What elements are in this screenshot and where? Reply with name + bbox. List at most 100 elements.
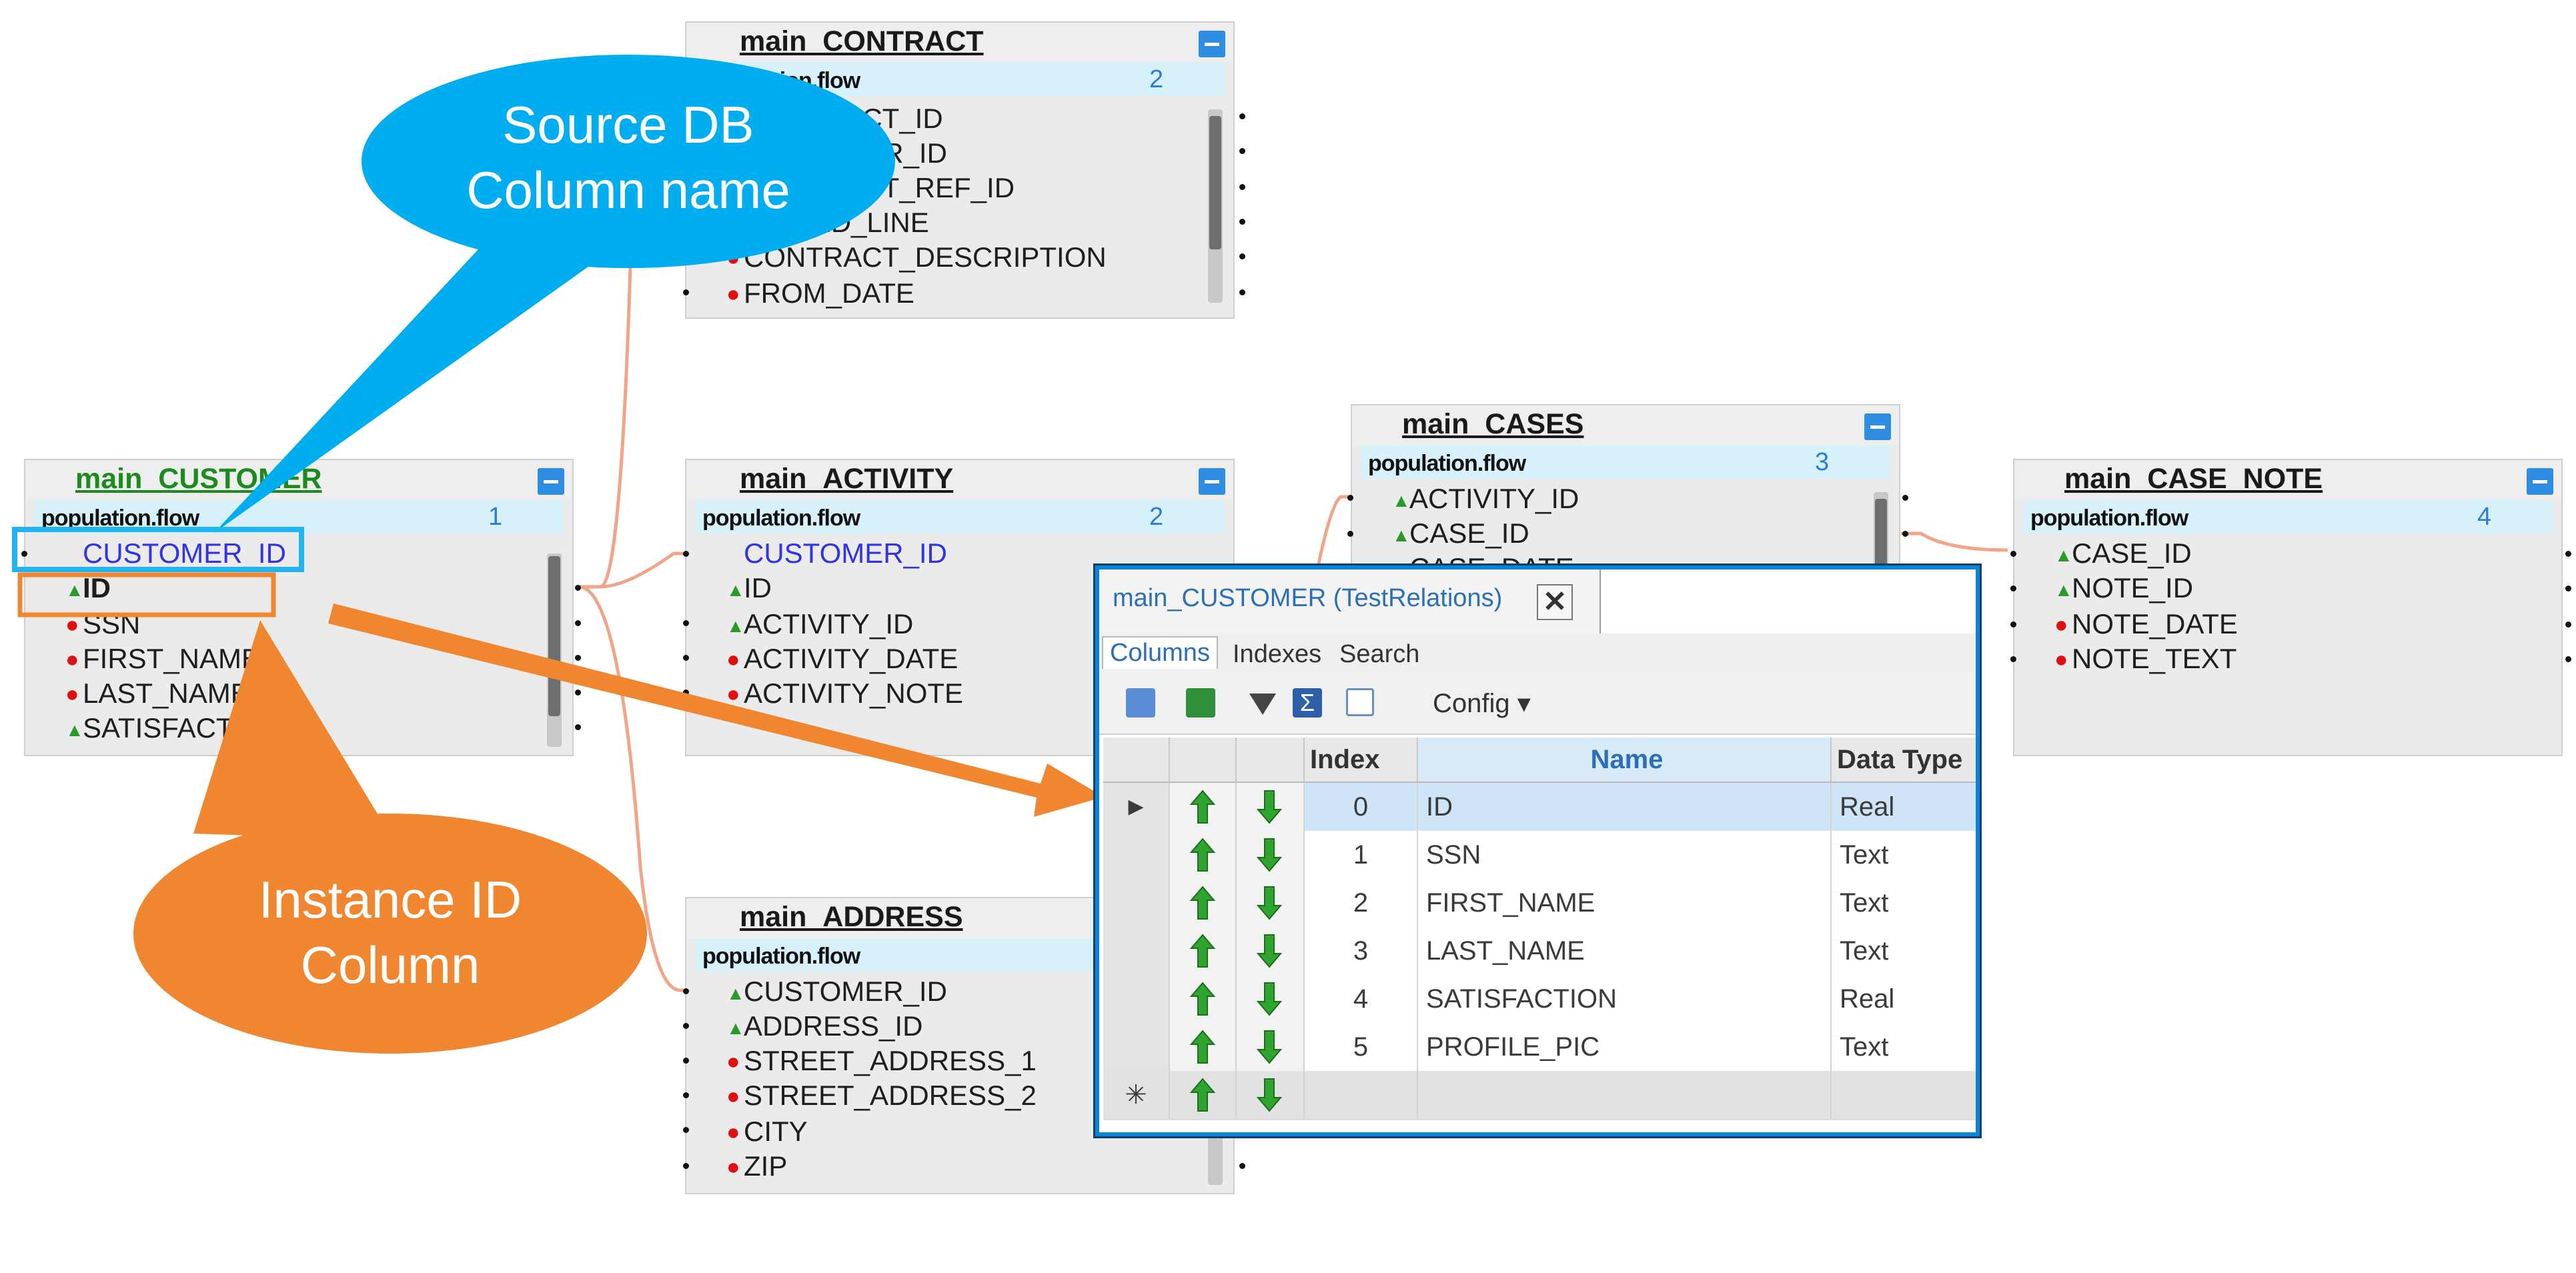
type-cell[interactable]: Text: [1832, 831, 1976, 879]
column-item[interactable]: ●ZIP: [726, 1149, 787, 1184]
column-item[interactable]: ▲ACTIVITY_ID: [1392, 481, 1579, 516]
move-up-icon[interactable]: [1190, 838, 1215, 872]
row-selector[interactable]: [1103, 975, 1170, 1023]
column-item[interactable]: CUSTOMER_ID: [726, 536, 947, 571]
type-cell[interactable]: Real: [1832, 975, 1976, 1023]
move-up-icon[interactable]: [1190, 934, 1215, 968]
move-down-icon[interactable]: [1257, 838, 1282, 872]
table-case-note[interactable]: main_CASE_NOTE population.flow 4 ▲CASE_I…: [2013, 459, 2563, 756]
column-item[interactable]: ●ACTIVITY_DATE: [726, 642, 958, 676]
column-item[interactable]: ●STREET_ADDRESS_2: [726, 1078, 1037, 1113]
header-data-type[interactable]: Data Type: [1832, 738, 1976, 782]
window-tab[interactable]: main_CUSTOMER (TestRelations) ✕: [1099, 569, 1601, 633]
name-cell[interactable]: ID: [1418, 783, 1832, 831]
column-item[interactable]: ●NOTE_TEXT: [2054, 642, 2236, 676]
minimize-icon[interactable]: [1199, 468, 1225, 495]
column-item[interactable]: ●LAST_NAME: [65, 676, 249, 711]
move-down-icon[interactable]: [1257, 790, 1282, 824]
filter-icon[interactable]: [1249, 694, 1276, 715]
move-up-icon[interactable]: [1190, 1078, 1215, 1112]
column-item-customer-id[interactable]: CUSTOMER_ID: [65, 536, 286, 571]
row-selector[interactable]: [1103, 927, 1170, 975]
config-dropdown[interactable]: Config ▾: [1433, 689, 1531, 718]
copy-icon[interactable]: [1126, 688, 1155, 718]
table-title-bar[interactable]: main_ACTIVITY: [686, 460, 1233, 500]
excel-export-icon[interactable]: [1186, 688, 1215, 718]
move-down-icon[interactable]: [1257, 934, 1282, 968]
close-icon[interactable]: ✕: [1537, 584, 1573, 620]
column-item[interactable]: ●FIRST_NAME: [65, 642, 260, 676]
name-cell[interactable]: [1418, 1071, 1832, 1119]
row-selector[interactable]: [1103, 1023, 1170, 1071]
relation-customer-contract: [579, 199, 649, 589]
sum-icon[interactable]: Σ: [1293, 688, 1322, 718]
tree-icon[interactable]: [1346, 688, 1374, 716]
column-item[interactable]: ▲ACTIVITY_ID: [726, 607, 913, 642]
table-title-bar[interactable]: main_CASE_NOTE: [2014, 460, 2561, 500]
column-item[interactable]: ●FROM_DATE: [726, 276, 914, 311]
column-item[interactable]: ●ACTIVITY_NOTE: [726, 676, 963, 711]
new-row[interactable]: ✳: [1103, 1071, 1976, 1120]
index-cell[interactable]: 4: [1305, 975, 1418, 1023]
row-selector[interactable]: [1103, 831, 1170, 879]
minimize-icon[interactable]: [2527, 468, 2553, 495]
columns-window[interactable]: main_CUSTOMER (TestRelations) ✕ Columns …: [1095, 565, 1980, 1136]
move-up-icon[interactable]: [1190, 982, 1215, 1016]
move-down-icon[interactable]: [1257, 1030, 1282, 1064]
row-selector[interactable]: [1103, 879, 1170, 927]
name-cell[interactable]: PROFILE_PIC: [1418, 1023, 1832, 1071]
index-cell[interactable]: 5: [1305, 1023, 1418, 1071]
type-cell[interactable]: Text: [1832, 1023, 1976, 1071]
table-title-bar[interactable]: main_CONTRACT: [686, 23, 1233, 63]
column-item[interactable]: ▲CUSTOMER_ID: [726, 974, 947, 1009]
relation-customer-activity: [579, 551, 687, 589]
row-selector[interactable]: ▶: [1103, 783, 1170, 831]
column-item[interactable]: ●CITY: [726, 1114, 808, 1149]
minimize-icon[interactable]: [1199, 31, 1225, 57]
header-name[interactable]: Name: [1418, 738, 1832, 782]
tab-columns[interactable]: Columns: [1102, 636, 1218, 669]
tab-indexes[interactable]: Indexes: [1233, 640, 1322, 668]
index-cell[interactable]: 0: [1305, 783, 1418, 831]
type-cell[interactable]: Real: [1832, 783, 1976, 831]
move-down-icon[interactable]: [1257, 982, 1282, 1016]
move-up-icon[interactable]: [1190, 790, 1215, 824]
name-cell[interactable]: FIRST_NAME: [1418, 879, 1832, 927]
name-cell[interactable]: LAST_NAME: [1418, 927, 1832, 975]
column-item[interactable]: ▲NOTE_ID: [2054, 571, 2193, 605]
header-index[interactable]: Index: [1305, 738, 1418, 782]
column-item-id[interactable]: ▲ID: [65, 571, 111, 605]
minimize-icon[interactable]: [1864, 413, 1891, 440]
column-item[interactable]: ▲CASE_ID: [1392, 516, 1529, 551]
index-cell[interactable]: 1: [1305, 831, 1418, 879]
tab-search[interactable]: Search: [1339, 640, 1420, 668]
move-up-icon[interactable]: [1190, 886, 1215, 920]
column-item[interactable]: ▲CASE_ID: [2054, 536, 2192, 571]
column-item[interactable]: ▲ID: [726, 571, 772, 605]
minimize-icon[interactable]: [538, 468, 564, 495]
scrollbar[interactable]: [1208, 109, 1223, 303]
scrollbar-thumb[interactable]: [1209, 116, 1221, 249]
type-cell[interactable]: Text: [1832, 927, 1976, 975]
name-cell[interactable]: SATISFACTION: [1418, 975, 1832, 1023]
index-cell[interactable]: 2: [1305, 879, 1418, 927]
move-up-icon[interactable]: [1190, 1030, 1215, 1064]
index-cell[interactable]: 3: [1305, 927, 1418, 975]
index-cell[interactable]: [1305, 1071, 1418, 1119]
column-item[interactable]: ▲ADDRESS_ID: [726, 1009, 922, 1044]
move-down-icon[interactable]: [1257, 886, 1282, 920]
column-item[interactable]: ●STREET_ADDRESS_1: [726, 1044, 1037, 1078]
column-item[interactable]: ●NOTE_DATE: [2054, 607, 2238, 642]
name-cell[interactable]: SSN: [1418, 831, 1832, 879]
type-cell[interactable]: [1832, 1071, 1976, 1119]
move-down-icon[interactable]: [1257, 1078, 1282, 1112]
table-title: main_ADDRESS: [740, 901, 963, 933]
table-title-bar[interactable]: main_CASES: [1352, 405, 1899, 445]
type-cell[interactable]: Text: [1832, 879, 1976, 927]
